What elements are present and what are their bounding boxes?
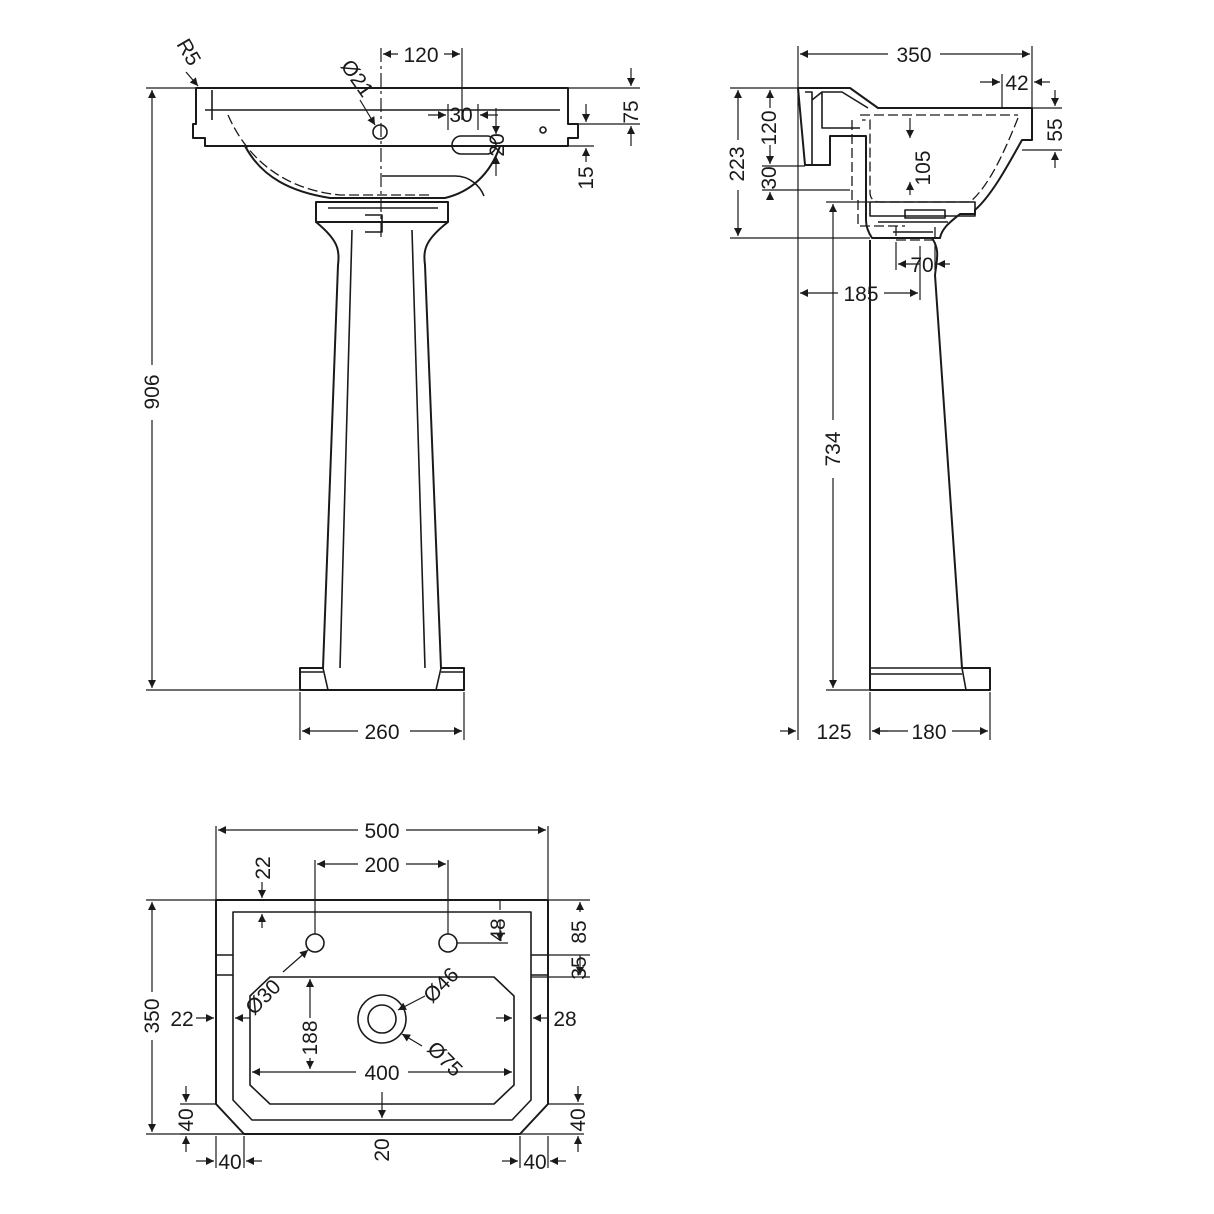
- pedestal-height-dimension: 734: [797, 88, 870, 740]
- waste-inner-label: Ø46: [419, 963, 463, 1007]
- overflow-height-label: 20: [486, 133, 509, 156]
- top-rim-label: 22: [252, 856, 275, 879]
- waste-outer-label: Ø75: [422, 1037, 466, 1081]
- tap-offset-dimension: 120: [383, 44, 462, 120]
- front-height-dimension: 906: [141, 88, 300, 690]
- rim-dimensions: 75 15: [568, 68, 643, 190]
- rim-return-dimension: 42: [980, 72, 1050, 108]
- bowl-width-label: 400: [364, 1062, 399, 1085]
- wall-bracket-dimension: 120 30: [758, 90, 850, 200]
- radius-callout: R5: [172, 35, 205, 87]
- tap-hole-dia-label: Ø30: [241, 975, 285, 1019]
- right-tap-hole: [438, 933, 458, 953]
- front-width-label: 260: [364, 721, 399, 744]
- bowl-depth-label: 105: [912, 150, 935, 185]
- left-wall-label: 22: [170, 1008, 193, 1031]
- tap-hole-callout: Ø21: [336, 56, 378, 126]
- chamfer-left-width-label: 40: [218, 1151, 241, 1174]
- front-width-dimension: 260: [300, 692, 464, 744]
- front-view: 260 906 R5 Ø21 120 30 20: [141, 35, 643, 744]
- tap-setback-dimension: 48: [457, 900, 510, 943]
- overflow-slot: [451, 135, 497, 155]
- tap-centres-dimension: 200: [315, 854, 448, 934]
- plan-width-dimension: 500: [216, 820, 548, 900]
- left-tap-hole: [305, 933, 325, 953]
- front-rim-label: 20: [371, 1138, 394, 1161]
- tap-offset-label: 120: [403, 44, 438, 67]
- overall-basin-label: 223: [726, 146, 749, 181]
- wall-bracket-label: 120: [758, 110, 781, 145]
- tap-setback-label: 48: [487, 918, 510, 941]
- tap-hole-label: Ø21: [336, 56, 378, 102]
- chamfer-right-height-label: 40: [567, 1108, 590, 1131]
- bowl-depth-dimension: 105: [906, 118, 935, 195]
- pedestal-setback-label: 125: [816, 721, 851, 744]
- waste-inner: [367, 1004, 397, 1034]
- waste-position-dimension: 185: [800, 246, 920, 306]
- bowl-depth-label: 188: [299, 1020, 322, 1055]
- right-wall-dimension: 28: [496, 1008, 577, 1031]
- side-basin-outline: [797, 87, 1033, 241]
- right-wall-label: 28: [553, 1008, 576, 1031]
- right-85-label: 85: [568, 920, 591, 943]
- chamfer-left-dimensions: 40 40: [175, 1086, 262, 1174]
- chamfer-right-width-label: 40: [523, 1151, 546, 1174]
- bowl-width-dimension: 400: [252, 1062, 512, 1085]
- waste-label: 70: [910, 254, 933, 277]
- chamfer-left-height-label: 40: [175, 1108, 198, 1131]
- plan-width-label: 500: [364, 820, 399, 843]
- side-depth-dimension: 350: [798, 44, 1032, 108]
- front-basin-outline: [192, 48, 579, 240]
- pedestal-height-label: 734: [822, 431, 845, 466]
- right-35-label: 35: [568, 956, 591, 979]
- overflow-dimensions: 30 20: [428, 104, 509, 176]
- radius-label: R5: [172, 35, 205, 70]
- rim-lip-label: 15: [575, 166, 598, 189]
- rim-return-label: 42: [1005, 72, 1028, 95]
- bracket-gap-label: 30: [758, 166, 781, 189]
- side-pedestal-outline: [869, 237, 991, 691]
- plan-view: 500 200 22 48 85 35 350: [141, 820, 591, 1174]
- bowl-depth-dimension: 188: [299, 979, 322, 1069]
- side-view: 350 42 55 223 120 30 10: [726, 44, 1067, 744]
- plan-depth-dimension: 350: [141, 900, 244, 1134]
- side-depth-label: 350: [896, 44, 931, 67]
- front-height-label: 906: [141, 374, 164, 409]
- overall-basin-dimension: 223: [726, 88, 870, 238]
- rim-front-label: 55: [1044, 118, 1067, 141]
- top-rim-dimension: 22: [252, 856, 275, 928]
- waste-dimension: 70: [895, 242, 950, 277]
- waste-position-label: 185: [843, 283, 878, 306]
- waste-outer-callout: Ø75: [401, 1033, 467, 1082]
- plan-depth-label: 350: [141, 998, 164, 1033]
- waste-outer: [357, 994, 407, 1044]
- right-side-dimensions: 85 35: [531, 900, 591, 980]
- rim-height-label: 75: [620, 100, 643, 123]
- chamfer-right-dimensions: 40 40: [502, 1086, 590, 1174]
- waste-inner-callout: Ø46: [397, 963, 464, 1011]
- overflow-width-label: 30: [449, 104, 472, 127]
- tap-centres-label: 200: [364, 854, 399, 877]
- left-wall-dimension: 22: [170, 1008, 250, 1031]
- front-rim-dimension: 20: [371, 1092, 394, 1162]
- front-pedestal-outline: [299, 201, 465, 691]
- tap-hole-callout: Ø30: [241, 949, 309, 1020]
- pedestal-depth-label: 180: [911, 721, 946, 744]
- rim-front-dimension: 55: [1022, 90, 1067, 168]
- pedestal-setback-dimension: 125 180: [780, 692, 990, 744]
